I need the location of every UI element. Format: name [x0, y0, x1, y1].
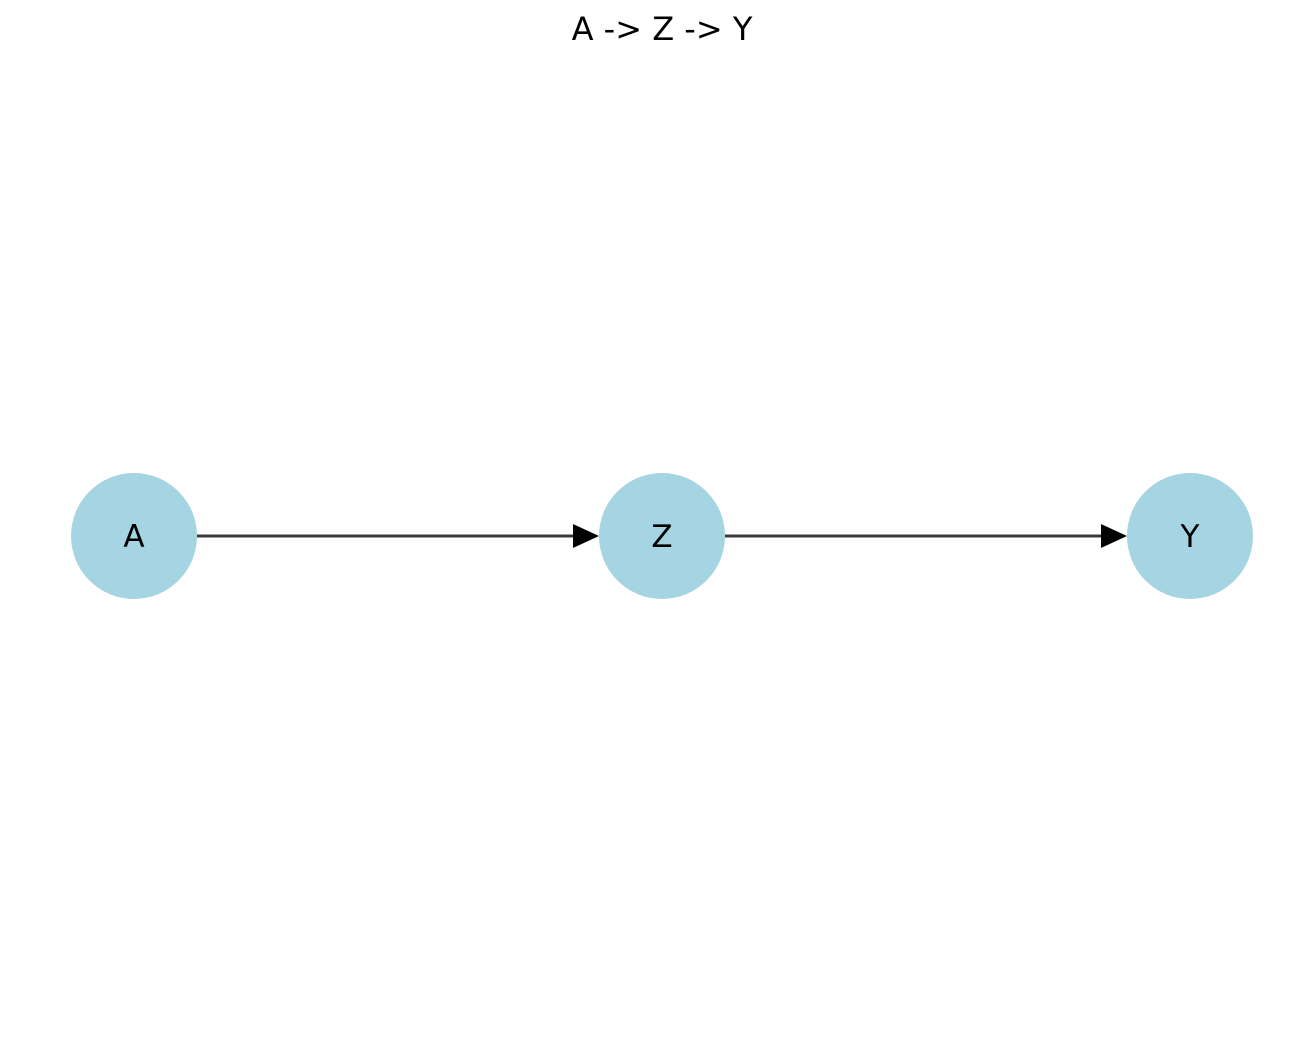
node-y: Y	[1127, 473, 1253, 599]
edge-z-y	[725, 524, 1127, 548]
node-label: Y	[1180, 519, 1200, 555]
node-a: A	[71, 473, 197, 599]
arrowhead-icon	[1101, 524, 1127, 548]
node-label: Z	[651, 519, 672, 555]
node-circle	[599, 473, 725, 599]
node-circle	[71, 473, 197, 599]
arrowhead-icon	[573, 524, 599, 548]
node-label: A	[123, 519, 144, 555]
edge-a-z	[197, 524, 599, 548]
node-circle	[1127, 473, 1253, 599]
edges-layer	[197, 524, 1127, 548]
node-z: Z	[599, 473, 725, 599]
diagram-title: A -> Z -> Y	[572, 10, 753, 48]
